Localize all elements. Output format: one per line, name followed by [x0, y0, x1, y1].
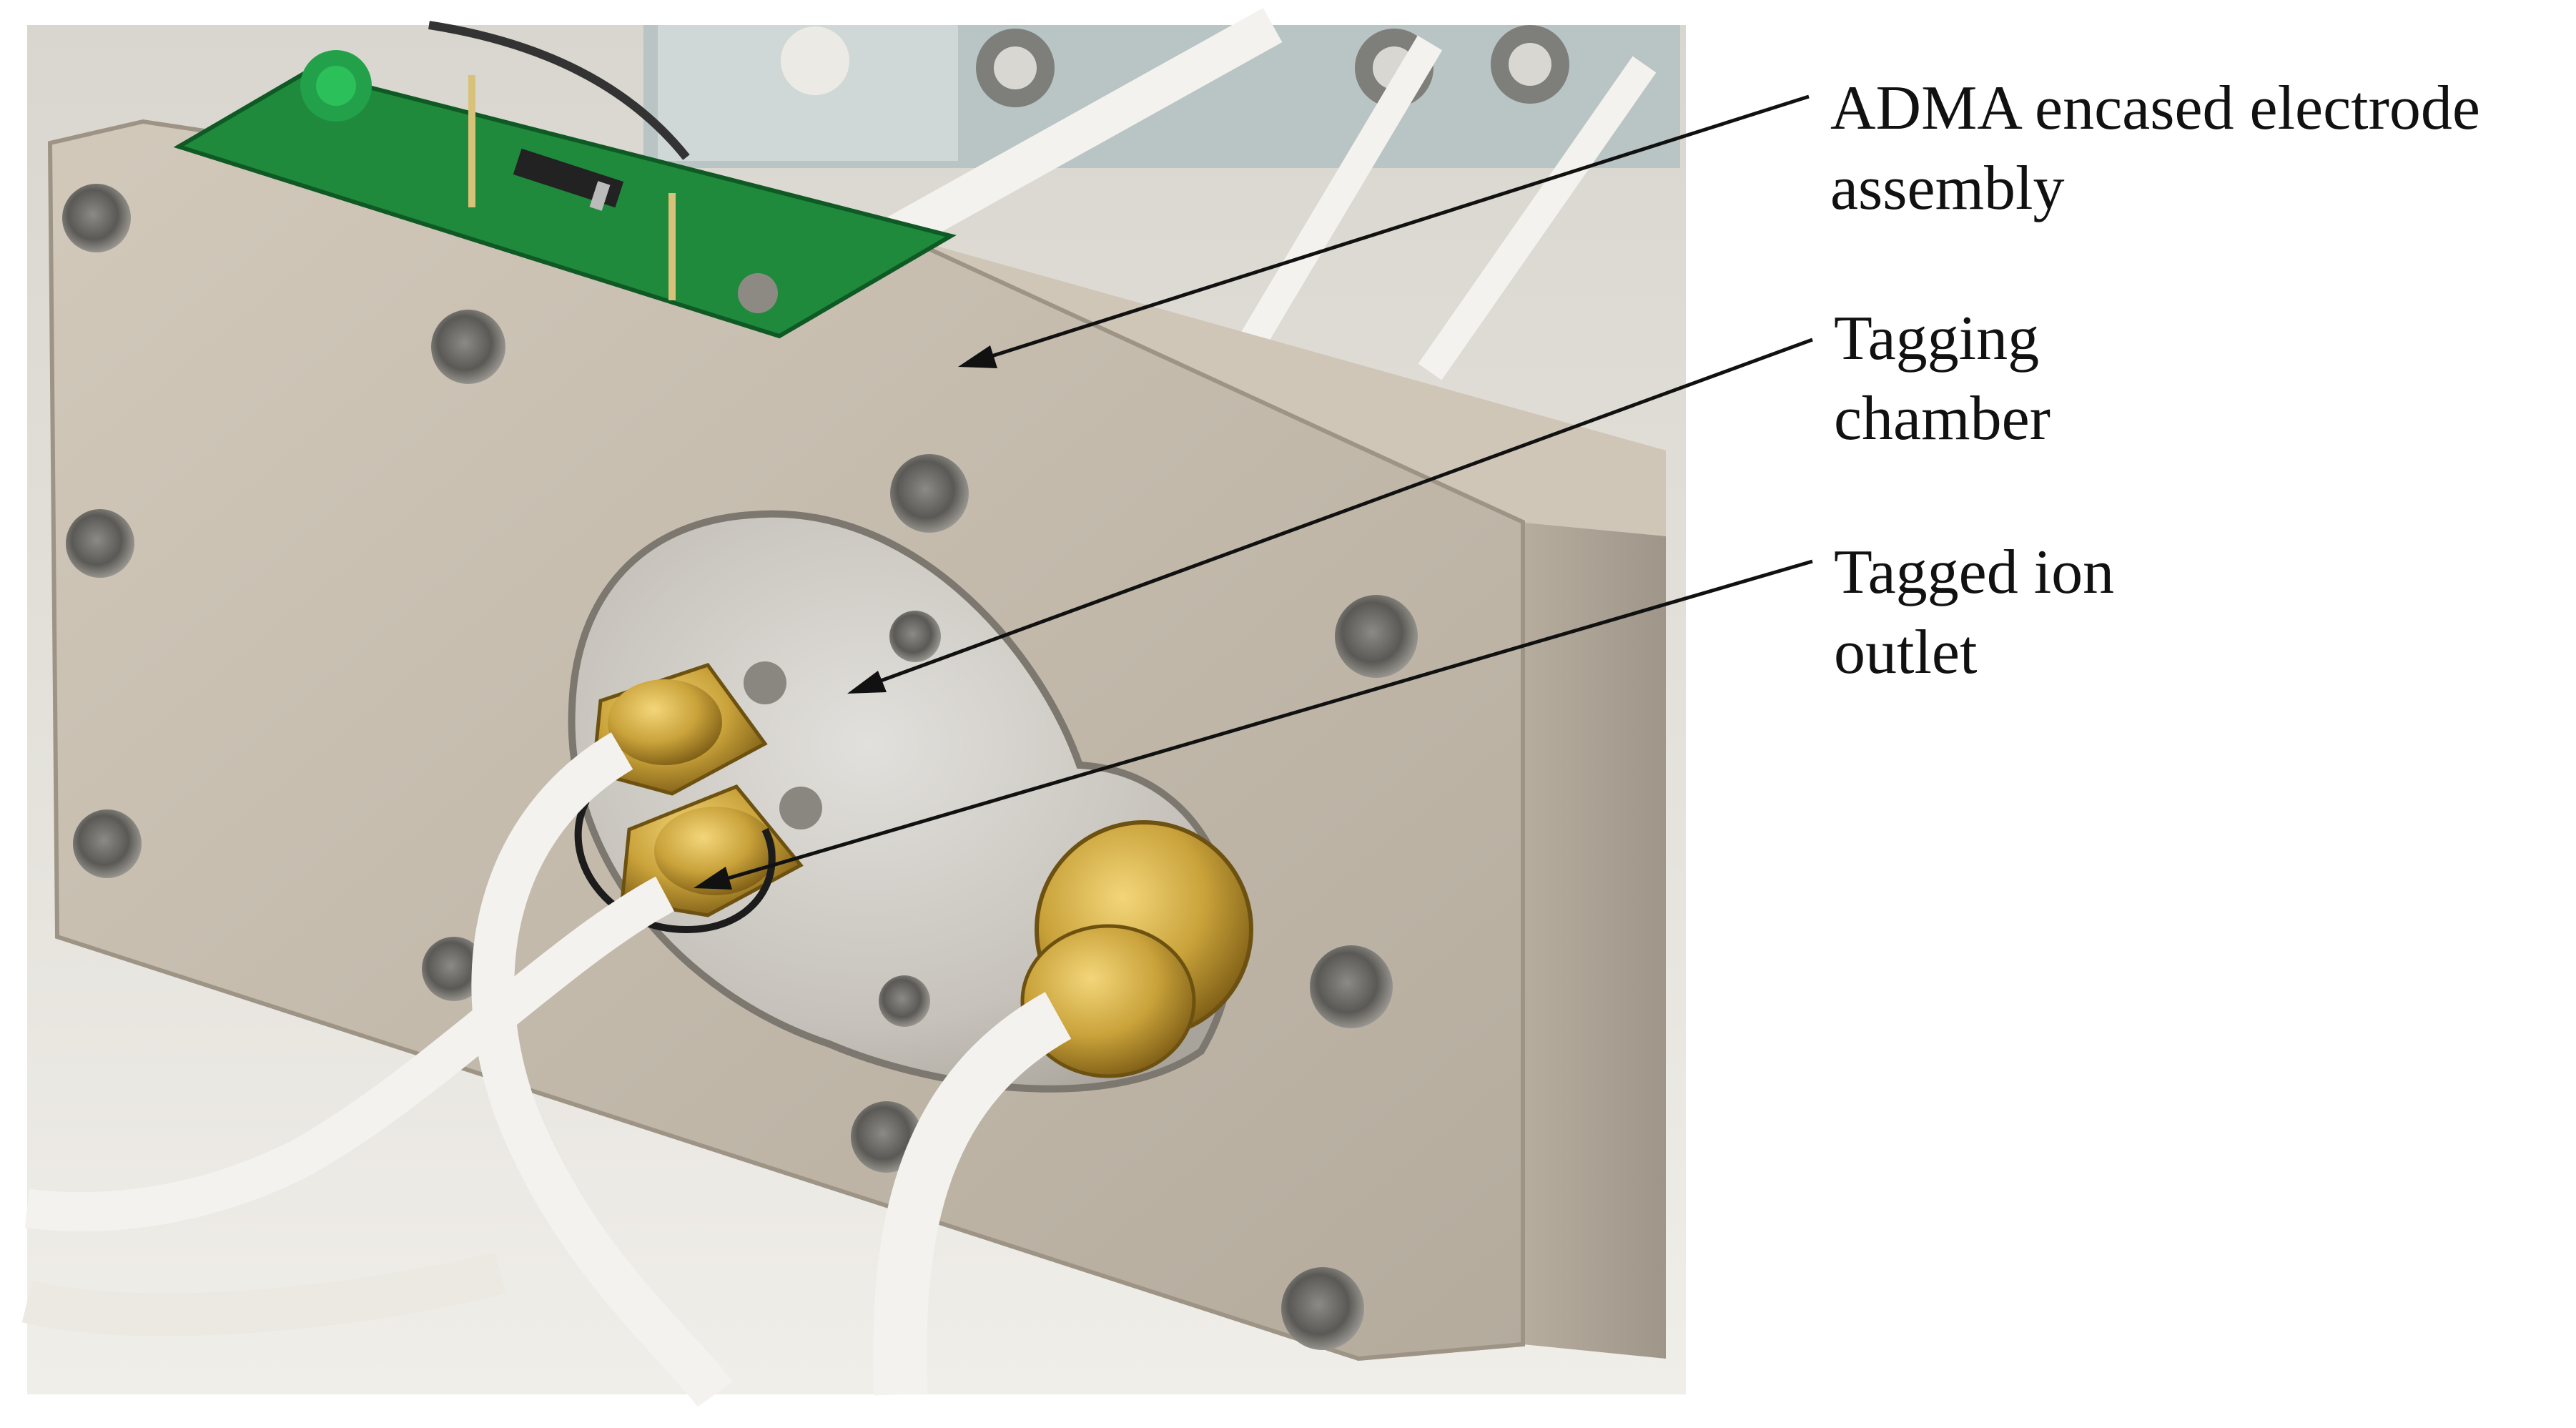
- label-adma-line1: ADMA encased electrode: [1830, 74, 2480, 143]
- arrow-adma: [975, 94, 1810, 363]
- label-outlet-line2: outlet: [1834, 618, 1978, 687]
- label-tagging-chamber: Tagging chamber: [1834, 299, 2051, 459]
- arrow-tagging-chamber: [864, 338, 1813, 689]
- callout-arrows: [694, 94, 1813, 890]
- arrowhead-tagged-ion-outlet: [694, 867, 732, 890]
- label-tagged-ion-outlet: Tagged ion outlet: [1834, 533, 2114, 693]
- label-chamber-line2: chamber: [1834, 384, 2051, 453]
- brass-fittings: [574, 661, 1253, 1078]
- device-photograph: [21, 7, 1686, 1407]
- label-outlet-line1: Tagged ion: [1834, 538, 2115, 607]
- label-adma-electrode-assembly: ADMA encased electrode assembly: [1830, 69, 2480, 229]
- label-chamber-line1: Tagging: [1834, 304, 2040, 373]
- label-adma-line2: assembly: [1830, 154, 2065, 223]
- arrowhead-adma: [958, 345, 997, 368]
- circuit-board: [173, 50, 957, 339]
- white-tubing: [21, 732, 1072, 1407]
- arrow-tagged-ion-outlet: [711, 559, 1813, 885]
- arrowhead-tagging-chamber: [847, 671, 887, 694]
